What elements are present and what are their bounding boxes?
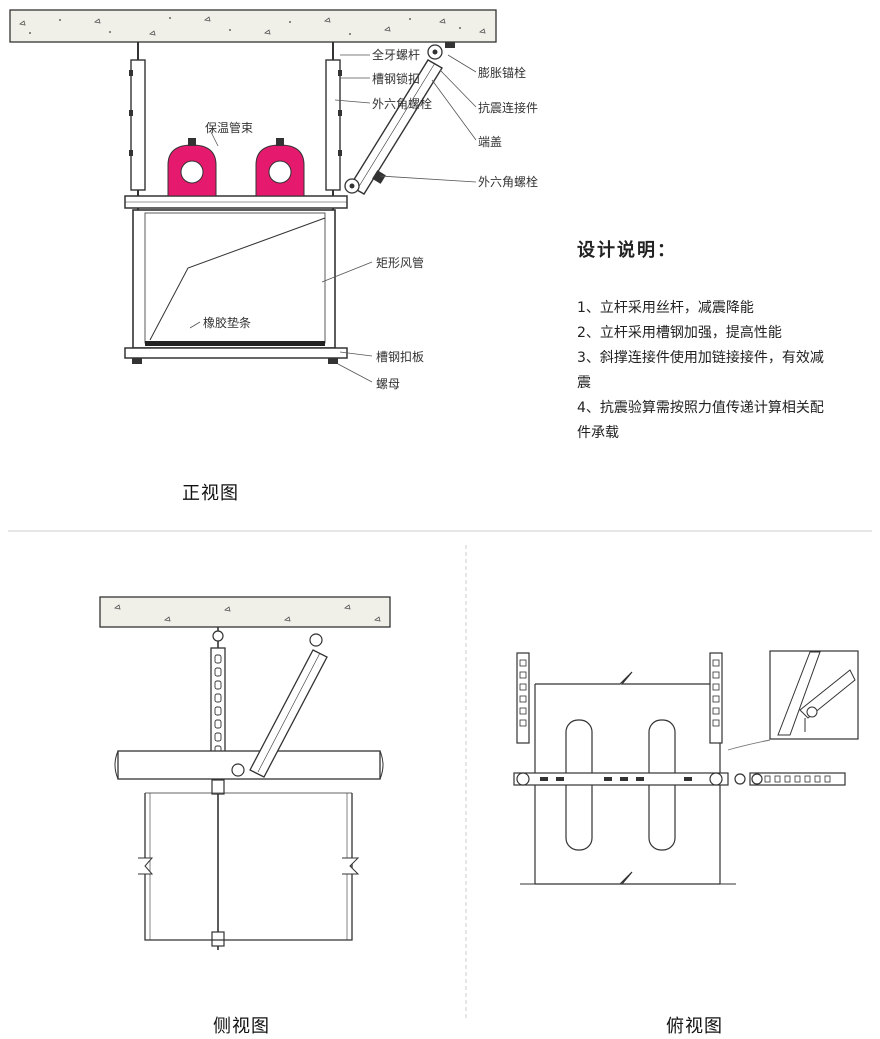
insulated-clamps bbox=[167, 138, 305, 197]
design-note-2: 2、立杆采用槽钢加强，提高性能 bbox=[577, 325, 782, 341]
design-title: 设计说明： bbox=[577, 240, 677, 261]
slab-texture bbox=[19, 16, 486, 36]
front-view-title: 正视图 bbox=[182, 483, 239, 504]
design-notes: 1、立杆采用丝杆，减震降能 2、立杆采用槽钢加强，提高性能 3、斜撑连接件使用加… bbox=[577, 296, 837, 446]
label-rect-duct: 矩形风管 bbox=[376, 256, 425, 270]
design-note-1: 1、立杆采用丝杆，减震降能 bbox=[577, 300, 754, 316]
label-nut: 螺母 bbox=[376, 377, 401, 391]
label-seismic-connector: 抗震连接件 bbox=[478, 101, 539, 115]
ceiling-slab bbox=[9, 9, 497, 43]
design-note-4: 4、抗震验算需按照力值传递计算相关配件承载 bbox=[577, 400, 824, 441]
label-expansion-anchor: 膨胀锚栓 bbox=[478, 66, 527, 80]
label-hex-bolt-bottom: 外六角螺栓 bbox=[478, 175, 539, 189]
label-end-cap: 端盖 bbox=[478, 135, 503, 149]
label-rubber-strip: 橡胶垫条 bbox=[203, 316, 252, 330]
side-view-drawing bbox=[99, 596, 391, 950]
side-view-title: 侧视图 bbox=[213, 1016, 270, 1037]
label-channel-lock: 槽钢锁扣 bbox=[372, 72, 421, 86]
top-view-drawing bbox=[513, 650, 859, 885]
label-channel-plate: 槽钢扣板 bbox=[376, 350, 425, 364]
label-insulated-clamp: 保温管束 bbox=[205, 121, 254, 135]
diagonal-brace bbox=[344, 42, 455, 195]
front-view-drawing bbox=[9, 9, 497, 383]
label-full-thread-rod: 全牙螺杆 bbox=[372, 48, 421, 62]
top-view-title: 俯视图 bbox=[666, 1016, 723, 1037]
design-note-3: 3、斜撑连接件使用加链接接件，有效减震 bbox=[577, 350, 824, 391]
label-hex-bolt-top: 外六角螺栓 bbox=[372, 97, 433, 111]
